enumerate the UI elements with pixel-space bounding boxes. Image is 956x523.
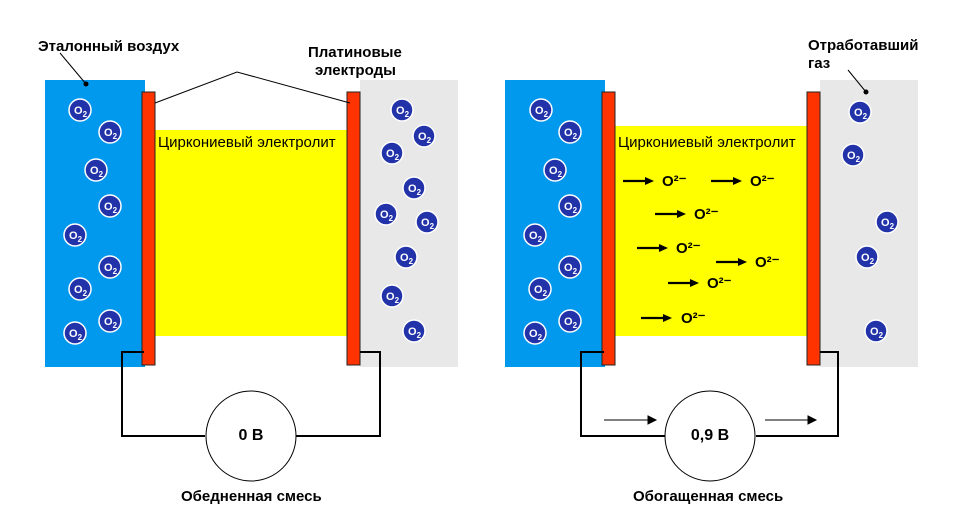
oxygen-molecule [63,321,87,345]
oxygen-molecule [864,319,888,343]
oxygen-molecule [415,210,439,234]
oxygen-molecule [523,223,547,247]
reference-air-pointer-dot [83,81,89,87]
electrodes-pointer-lines [154,71,351,104]
oxygen-molecule [529,98,553,122]
oxygen-molecule [98,120,122,144]
oxygen-molecule [558,309,582,333]
oxygen-molecule [380,141,404,165]
exhaust-gas-label-line1: Отработавший [808,37,919,54]
oxygen-molecule [63,223,87,247]
current-arrows [604,415,818,425]
oxygen-molecule [98,255,122,279]
oxygen-molecule [528,277,552,301]
ion-arrows [623,177,747,322]
platinum-electrodes-label-line2: электроды [315,62,396,79]
reference-air-chamber-right [505,80,605,367]
rich-mixture-caption: Обогащенная смесь [633,488,784,505]
oxygen-molecule [558,120,582,144]
circuit-wire-left [121,351,205,437]
reference-air-pointer [59,52,87,85]
oxygen-molecule [390,98,414,122]
oxygen-ion-label: O²⁻ [676,240,701,257]
oxygen-molecule [98,309,122,333]
exhaust-chamber-right [820,80,918,367]
electrolyte-right [615,126,807,336]
oxygen-molecule [558,255,582,279]
oxygen-ion-label: O²⁻ [707,275,732,292]
oxygen-molecule [848,100,872,124]
voltmeter-left-value: 0 В [238,427,264,444]
circuit-wire-left-2 [296,351,381,437]
oxygen-molecule [394,245,418,269]
electrode-left-outer [346,91,361,366]
oxygen-ion-label: O²⁻ [694,206,719,223]
electrolyte-label-right: Циркониевый электролит [618,134,796,151]
oxygen-molecule [543,158,567,182]
circuit-wire-right-2 [756,351,839,437]
oxygen-ion-label: O²⁻ [755,254,780,271]
oxygen-ion-label: O²⁻ [750,173,775,190]
voltmeter-left [205,390,297,482]
oxygen-molecule [380,284,404,308]
voltmeter-right [664,390,756,482]
oxygen-molecule [855,245,879,269]
electrode-left-inner [141,91,156,366]
exhaust-chamber-left [360,80,458,367]
oxygen-molecule [558,194,582,218]
oxygen-molecule [402,319,426,343]
oxygen-ion-label: O²⁻ [662,173,687,190]
electrode-right-outer [806,91,821,366]
reference-air-label: Эталонный воздух [38,38,180,55]
oxygen-molecule [523,321,547,345]
voltmeter-right-value: 0,9 В [690,427,730,444]
oxygen-molecule [412,124,436,148]
lean-mixture-caption: Обедненная смесь [181,488,322,505]
oxygen-ion-label: O²⁻ [681,310,706,327]
oxygen-molecule [84,158,108,182]
exhaust-gas-label-line2: газ [808,55,831,72]
oxygen-molecule [98,194,122,218]
oxygen-molecule [68,98,92,122]
exhaust-gas-pointer-dot [863,89,869,95]
oxygen-molecule [875,210,899,234]
oxygen-molecule [402,176,426,200]
electrolyte-label-left: Циркониевый электролит [158,134,336,151]
oxygen-molecule [841,143,865,167]
electrode-right-inner [601,91,616,366]
circuit-wire-right [580,351,665,437]
reference-air-chamber-left [45,80,145,367]
oxygen-molecule [374,202,398,226]
platinum-electrodes-label-line1: Платиновые [308,44,402,61]
oxygen-molecule [68,277,92,301]
exhaust-gas-pointer [847,69,867,93]
electrolyte-left [155,130,352,336]
